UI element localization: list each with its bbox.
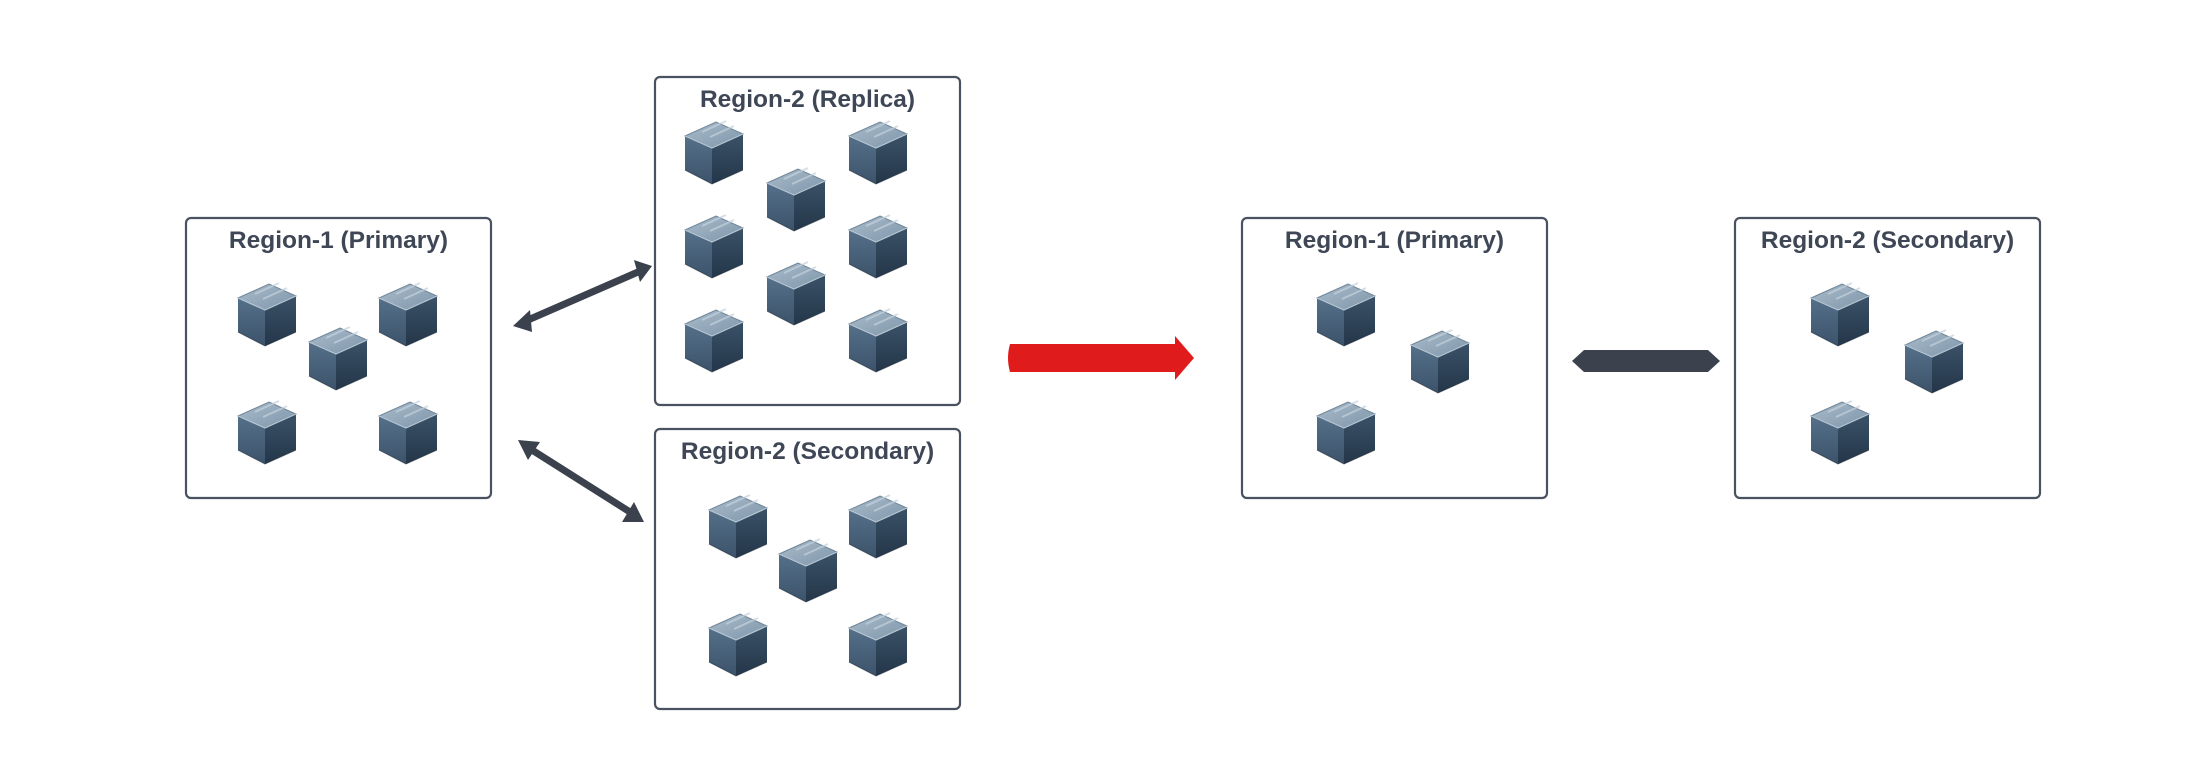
region-title: Region-1 (Primary) [229, 227, 448, 254]
region-title: Region-2 (Replica) [700, 86, 915, 113]
right-arrow-icon [1008, 336, 1194, 380]
double-arrow-icon [1572, 350, 1720, 372]
region-title: Region-2 (Secondary) [681, 438, 934, 465]
region-box-left-primary: Region-1 (Primary) [184, 216, 493, 500]
double-arrow-icon [518, 440, 644, 522]
region-box-left-replica: Region-2 (Replica) [653, 75, 962, 407]
region-title: Region-1 (Primary) [1285, 227, 1504, 254]
double-arrow-icon [513, 260, 652, 332]
region-box-right-primary: Region-1 (Primary) [1240, 216, 1549, 500]
region-box-right-secondary: Region-2 (Secondary) [1733, 216, 2042, 500]
region-box-left-secondary: Region-2 (Secondary) [653, 427, 962, 711]
region-title: Region-2 (Secondary) [1761, 227, 2014, 254]
